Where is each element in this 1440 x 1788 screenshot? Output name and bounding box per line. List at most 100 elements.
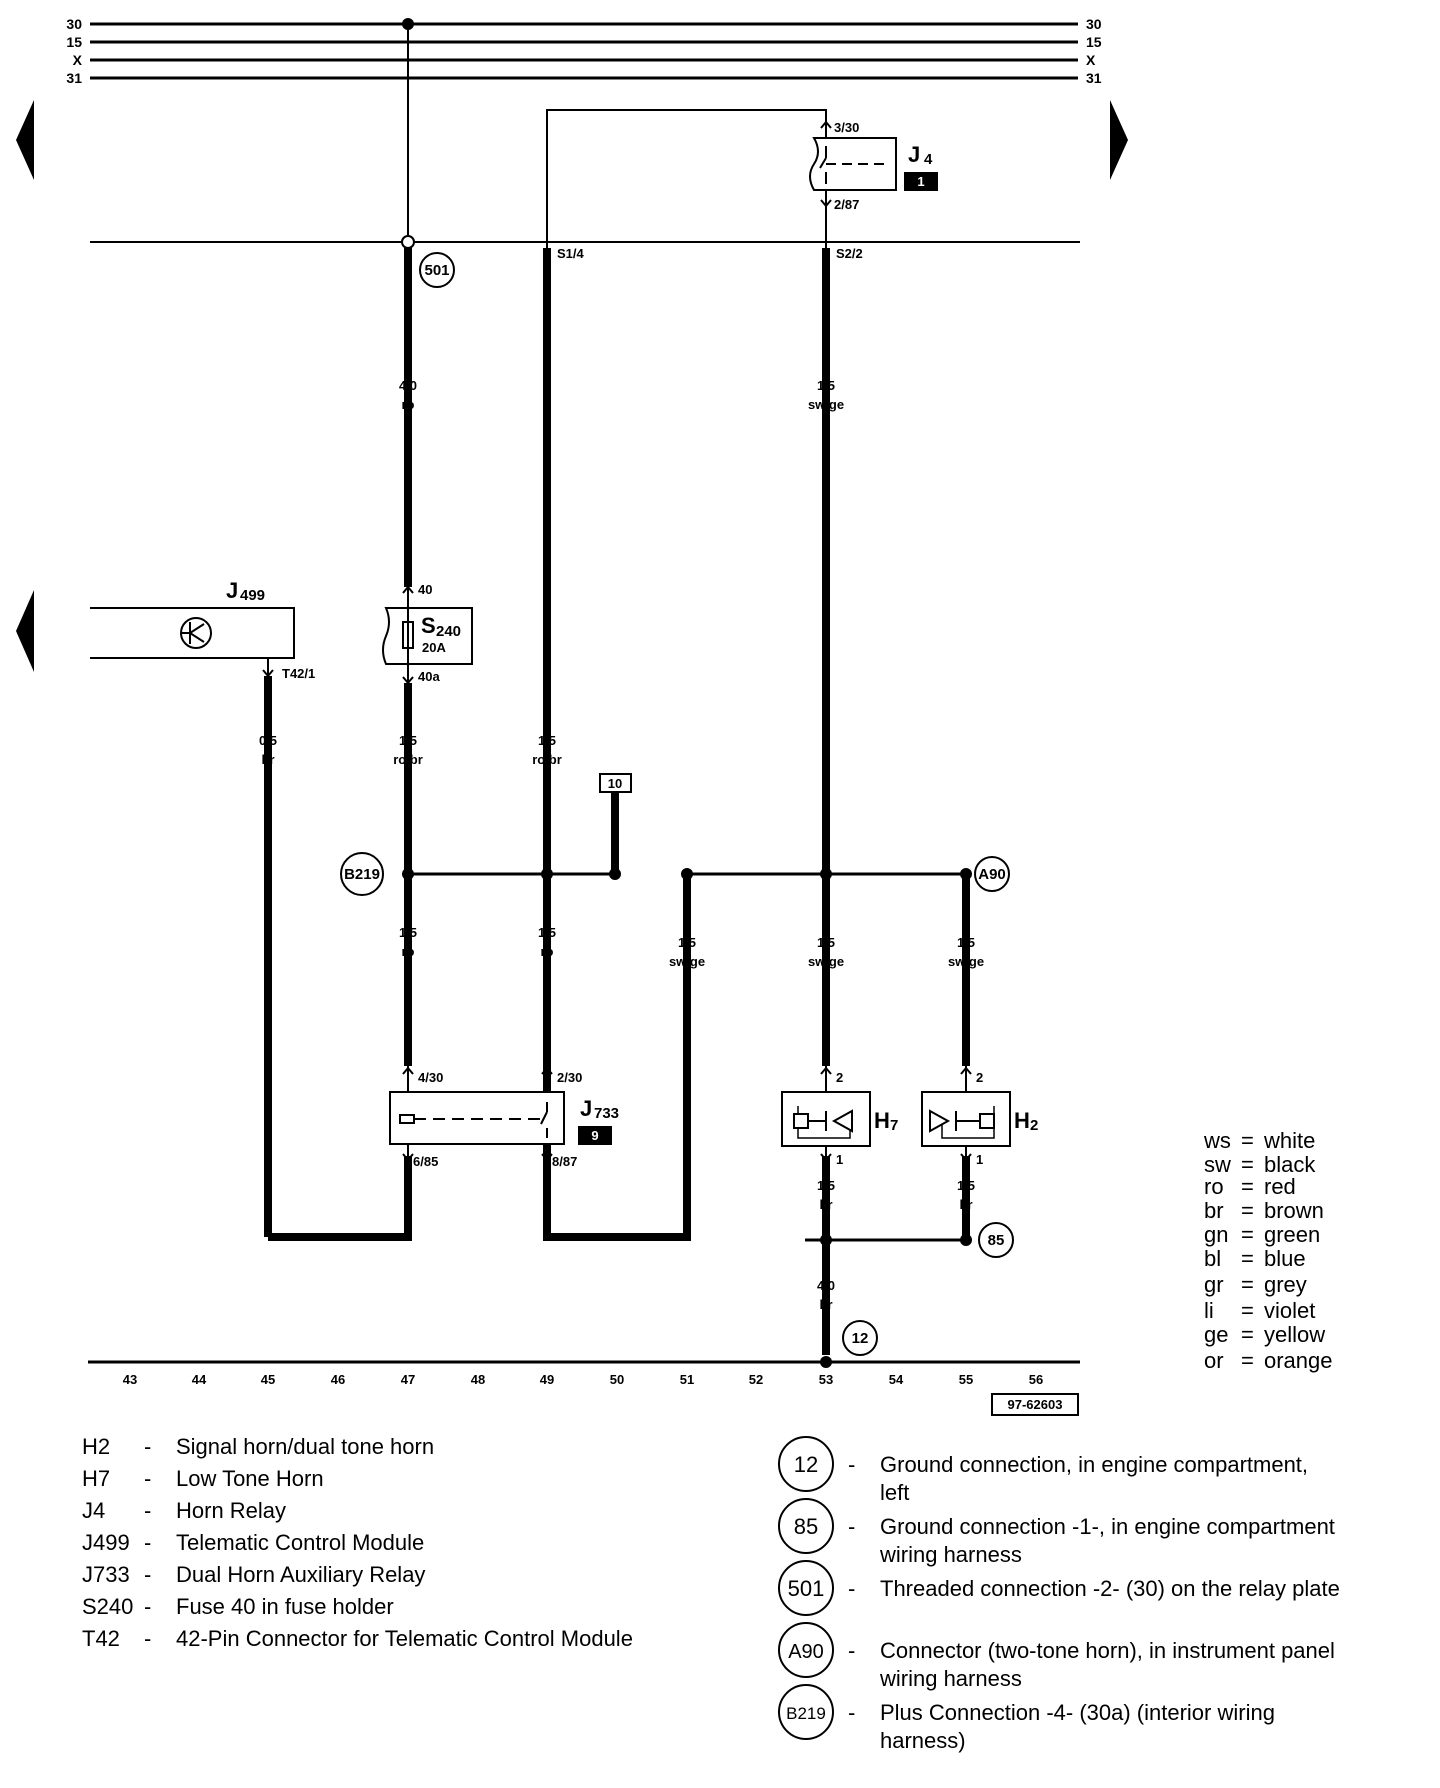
s240-number: 240	[436, 623, 461, 640]
svg-text:wiring harness: wiring harness	[879, 1666, 1022, 1691]
svg-text:=: =	[1241, 1174, 1254, 1199]
bus-lines: 30 15 X 31 30 15 X 31	[66, 16, 1101, 86]
w11-color: br	[820, 1197, 833, 1212]
svg-text:-: -	[848, 1514, 855, 1539]
page-prev-arrow-lower[interactable]	[16, 590, 34, 672]
svg-text:-: -	[848, 1638, 855, 1663]
svg-text:44: 44	[192, 1372, 207, 1387]
svg-text:49: 49	[540, 1372, 554, 1387]
svg-text:S240: S240	[82, 1594, 133, 1619]
connector-10-label: 10	[608, 776, 622, 791]
svg-text:52: 52	[749, 1372, 763, 1387]
connector-12-label: 12	[852, 1330, 869, 1347]
svg-text:black: black	[1264, 1152, 1316, 1177]
connection-legend: 12 - Ground connection, in engine compar…	[778, 1436, 1340, 1753]
svg-text:=: =	[1241, 1152, 1254, 1177]
thin-wires	[90, 24, 1080, 243]
w1-color: ro	[402, 397, 415, 412]
w2-color: sw/ge	[808, 397, 844, 412]
w10-color: sw/ge	[948, 954, 984, 969]
svg-text:ge: ge	[1204, 1322, 1228, 1347]
terminal-s1: S1/4	[557, 246, 585, 261]
h7-number: 7	[890, 1117, 898, 1134]
page-prev-arrow[interactable]	[16, 100, 34, 180]
fuse-s240	[382, 585, 473, 685]
connector-501-label: 501	[424, 262, 449, 279]
j733-badge-label: 9	[591, 1128, 598, 1143]
svg-text:=: =	[1241, 1222, 1254, 1247]
svg-text:54: 54	[889, 1372, 904, 1387]
s240-rating: 20A	[422, 640, 446, 655]
svg-text:-: -	[144, 1530, 151, 1555]
svg-text:-: -	[848, 1700, 855, 1725]
svg-text:harness): harness)	[880, 1728, 966, 1753]
svg-text:Dual Horn Auxiliary Relay: Dual Horn Auxiliary Relay	[176, 1562, 425, 1587]
svg-text:45: 45	[261, 1372, 275, 1387]
svg-text:Telematic Control Module: Telematic Control Module	[176, 1530, 424, 1555]
svg-text:=: =	[1241, 1246, 1254, 1271]
w12-gauge: 1,5	[957, 1178, 975, 1193]
svg-text:56: 56	[1029, 1372, 1043, 1387]
w1-gauge: 4,0	[399, 378, 417, 393]
j499-letter: J	[226, 578, 238, 603]
svg-text:46: 46	[331, 1372, 345, 1387]
w13-color: br	[820, 1297, 833, 1312]
dual-horn-relay-j733	[389, 1066, 565, 1162]
w2-gauge: 1,5	[817, 378, 835, 393]
connector-10-box	[599, 773, 632, 793]
w4-color: ro/br	[393, 752, 423, 767]
j4-badge-label: 1	[917, 174, 924, 189]
svg-text:43: 43	[123, 1372, 137, 1387]
connector-501-circle	[419, 252, 455, 288]
junction-dots	[402, 868, 972, 1246]
w13-gauge: 4.0	[817, 1278, 835, 1293]
svg-text:red: red	[1264, 1174, 1296, 1199]
svg-text:gn: gn	[1204, 1222, 1228, 1247]
h2-number: 2	[1030, 1117, 1038, 1134]
svg-text:Low Tone Horn: Low Tone Horn	[176, 1466, 324, 1491]
svg-text:gr: gr	[1204, 1272, 1224, 1297]
j733-badge	[578, 1126, 612, 1145]
junction-open-dot	[401, 235, 415, 249]
svg-text:J499: J499	[82, 1530, 130, 1555]
j733-number: 733	[594, 1105, 619, 1122]
svg-text:Threaded connection -2- (30) o: Threaded connection -2- (30) on the rela…	[880, 1576, 1340, 1601]
svg-text:=: =	[1241, 1128, 1254, 1153]
svg-text:55: 55	[959, 1372, 973, 1387]
diagram-id-box	[991, 1393, 1079, 1416]
svg-text:li: li	[1204, 1298, 1214, 1323]
connector-a90-circle	[974, 856, 1010, 892]
svg-text:85: 85	[794, 1514, 818, 1539]
w10-gauge: 1,5	[957, 935, 975, 950]
svg-text:J733: J733	[82, 1562, 130, 1587]
connector-b219-circle	[340, 852, 384, 896]
svg-text:=: =	[1241, 1298, 1254, 1323]
svg-text:Ground connection, in engine c: Ground connection, in engine compartment…	[880, 1452, 1308, 1477]
w3-color: br	[262, 752, 275, 767]
j733-letter: J	[580, 1096, 592, 1121]
svg-text:brown: brown	[1264, 1198, 1324, 1223]
svg-text:12: 12	[794, 1452, 818, 1477]
bus-label-31-right: 31	[1086, 70, 1102, 86]
w4-gauge: 1,5	[399, 733, 417, 748]
bus-label-15-right: 15	[1086, 34, 1102, 50]
thick-wires	[264, 248, 970, 1355]
svg-text:br: br	[1204, 1198, 1224, 1223]
svg-text:-: -	[848, 1576, 855, 1601]
svg-text:white: white	[1263, 1128, 1315, 1153]
w6-gauge: 1,5	[399, 925, 417, 940]
terminal-s2: S2/2	[836, 246, 863, 261]
svg-text:Plus Connection -4- (30a) (int: Plus Connection -4- (30a) (interior wiri…	[880, 1700, 1275, 1725]
page-next-arrow[interactable]	[1110, 100, 1128, 180]
svg-text:51: 51	[680, 1372, 694, 1387]
h2-pin-out: 1	[976, 1152, 983, 1167]
bus-label-30-left: 30	[66, 16, 82, 32]
svg-text:left: left	[880, 1480, 909, 1505]
bus-label-x-right: X	[1086, 52, 1096, 68]
j733-pin-out-b: 8/87	[552, 1154, 577, 1169]
svg-text:ro: ro	[1204, 1174, 1224, 1199]
svg-text:B219: B219	[786, 1704, 826, 1723]
svg-text:501: 501	[788, 1576, 825, 1601]
svg-text:T42: T42	[82, 1626, 120, 1651]
